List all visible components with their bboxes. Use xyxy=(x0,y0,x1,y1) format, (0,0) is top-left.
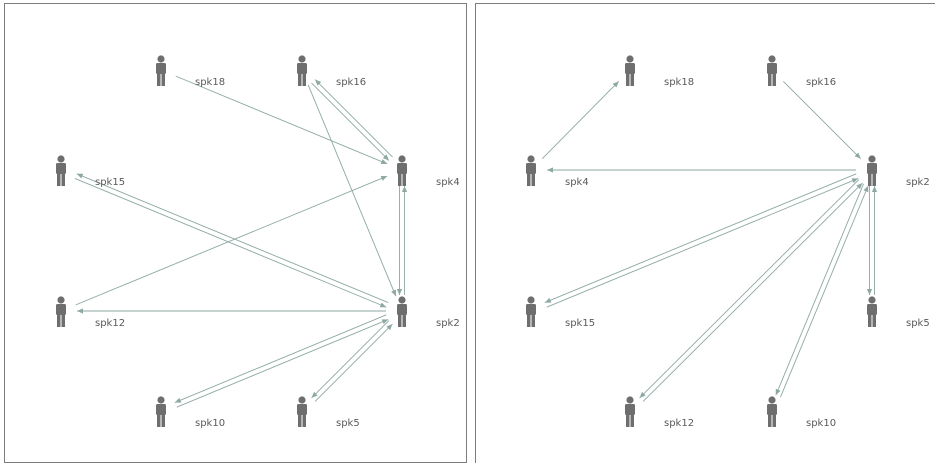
edge-spk15-to-spk2 xyxy=(74,178,387,308)
edge-spk12-to-spk2 xyxy=(642,182,863,402)
edge-spk16-to-spk4 xyxy=(311,82,390,161)
speaker-node-spk18[interactable]: spk18 xyxy=(625,55,694,88)
person-icon xyxy=(767,55,777,86)
person-icon xyxy=(767,396,777,427)
person-icon xyxy=(297,55,307,86)
speaker-node-spk12[interactable]: spk12 xyxy=(625,396,694,429)
speaker-label: spk2 xyxy=(906,177,930,188)
edge-spk2-to-spk15 xyxy=(76,173,389,303)
left-speaker-graph: spk18 spk16 spk15 spk4 spk12 spk2 spk10 spk5 xyxy=(56,55,460,429)
person-icon xyxy=(156,396,166,427)
nodes: spk18 spk16 spk15 spk4 spk12 spk2 spk10 spk5 xyxy=(56,55,460,429)
edge-spk4-to-spk16 xyxy=(314,79,393,158)
right-speaker-graph: spk18 spk16 spk4 spk2 spk15 spk5 spk12 spk10 xyxy=(526,55,930,429)
speaker-label: spk10 xyxy=(806,418,836,429)
person-icon xyxy=(625,55,635,86)
person-icon xyxy=(867,155,877,186)
person-icon xyxy=(526,296,536,327)
edge-spk2-to-spk5 xyxy=(311,320,390,399)
edge-spk18-to-spk4 xyxy=(175,75,388,165)
edge-spk2-to-spk4 xyxy=(401,186,408,295)
person-icon xyxy=(625,396,635,427)
person-icon xyxy=(297,396,307,427)
edge-spk2-to-spk10 xyxy=(174,314,387,403)
person-icon xyxy=(867,296,877,327)
speaker-node-spk2[interactable]: spk2 xyxy=(397,296,460,329)
speaker-node-spk2[interactable]: spk2 xyxy=(867,155,930,188)
speaker-node-spk10[interactable]: spk10 xyxy=(767,396,836,429)
edge-spk4-to-spk18 xyxy=(541,81,620,159)
person-icon xyxy=(56,296,66,327)
person-icon xyxy=(156,55,166,86)
edges xyxy=(541,80,878,402)
speaker-label: spk18 xyxy=(195,77,225,88)
speaker-node-spk16[interactable]: spk16 xyxy=(297,55,366,88)
person-icon xyxy=(56,155,66,186)
speaker-label: spk15 xyxy=(565,318,595,329)
speaker-label: spk15 xyxy=(95,177,125,188)
speaker-label: spk5 xyxy=(906,318,930,329)
speaker-node-spk12[interactable]: spk12 xyxy=(56,296,125,329)
edge-spk2-to-spk4 xyxy=(547,167,856,173)
speaker-node-spk5[interactable]: spk5 xyxy=(867,296,930,329)
speaker-label: spk5 xyxy=(336,418,360,429)
speaker-label: spk2 xyxy=(436,318,460,329)
speaker-label: spk16 xyxy=(806,77,836,88)
speaker-label: spk18 xyxy=(664,77,694,88)
edge-spk12-to-spk4 xyxy=(75,175,388,306)
edge-spk2-to-spk12 xyxy=(77,308,386,314)
edge-spk15-to-spk2 xyxy=(546,178,859,308)
edge-spk16-to-spk2 xyxy=(782,80,862,160)
edge-spk2-to-spk15 xyxy=(544,173,857,303)
left-graph-panel: spk18 spk16 spk15 spk4 spk12 spk2 spk10 spk5 xyxy=(4,3,467,463)
edge-spk2-to-spk12 xyxy=(639,179,860,399)
edges xyxy=(74,75,408,408)
speaker-label: spk4 xyxy=(436,177,460,188)
speaker-label: spk12 xyxy=(95,318,125,329)
nodes: spk18 spk16 spk4 spk2 spk15 spk5 spk12 spk10 xyxy=(526,55,930,429)
speaker-label: spk16 xyxy=(336,77,366,88)
right-graph-panel: spk18 spk16 spk4 spk2 spk15 spk5 spk12 spk10 xyxy=(475,3,935,463)
person-icon xyxy=(397,155,407,186)
speaker-node-spk10[interactable]: spk10 xyxy=(156,396,225,429)
speaker-node-spk15[interactable]: spk15 xyxy=(56,155,125,188)
speaker-label: spk10 xyxy=(195,418,225,429)
edge-spk10-to-spk2 xyxy=(780,185,869,398)
speaker-node-spk15[interactable]: spk15 xyxy=(526,296,595,329)
edge-spk5-to-spk2 xyxy=(871,186,878,295)
edge-spk2-to-spk10 xyxy=(775,183,864,396)
edge-spk4-to-spk2 xyxy=(396,186,403,295)
edge-spk2-to-spk5 xyxy=(866,186,873,295)
speaker-label: spk4 xyxy=(565,177,589,188)
person-icon xyxy=(526,155,536,186)
person-icon xyxy=(397,296,407,327)
edge-spk5-to-spk2 xyxy=(314,323,393,402)
speaker-node-spk4[interactable]: spk4 xyxy=(526,155,589,188)
speaker-node-spk18[interactable]: spk18 xyxy=(156,55,225,88)
speaker-node-spk16[interactable]: spk16 xyxy=(767,55,836,88)
speaker-node-spk5[interactable]: spk5 xyxy=(297,396,360,429)
speaker-node-spk4[interactable]: spk4 xyxy=(397,155,460,188)
speaker-label: spk12 xyxy=(664,418,694,429)
edge-spk10-to-spk2 xyxy=(176,319,389,408)
